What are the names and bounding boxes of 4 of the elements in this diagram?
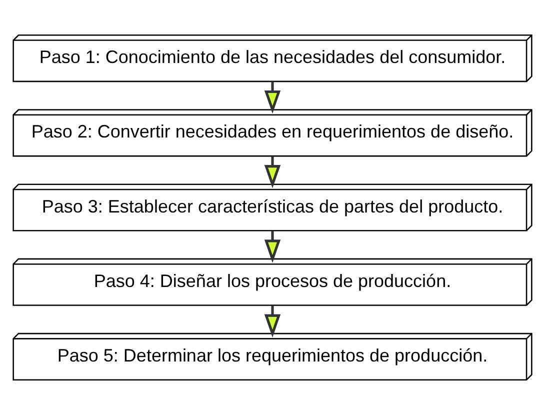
arrow — [264, 230, 281, 262]
arrow — [264, 304, 281, 337]
arrow — [264, 156, 281, 188]
arrow — [264, 81, 281, 114]
